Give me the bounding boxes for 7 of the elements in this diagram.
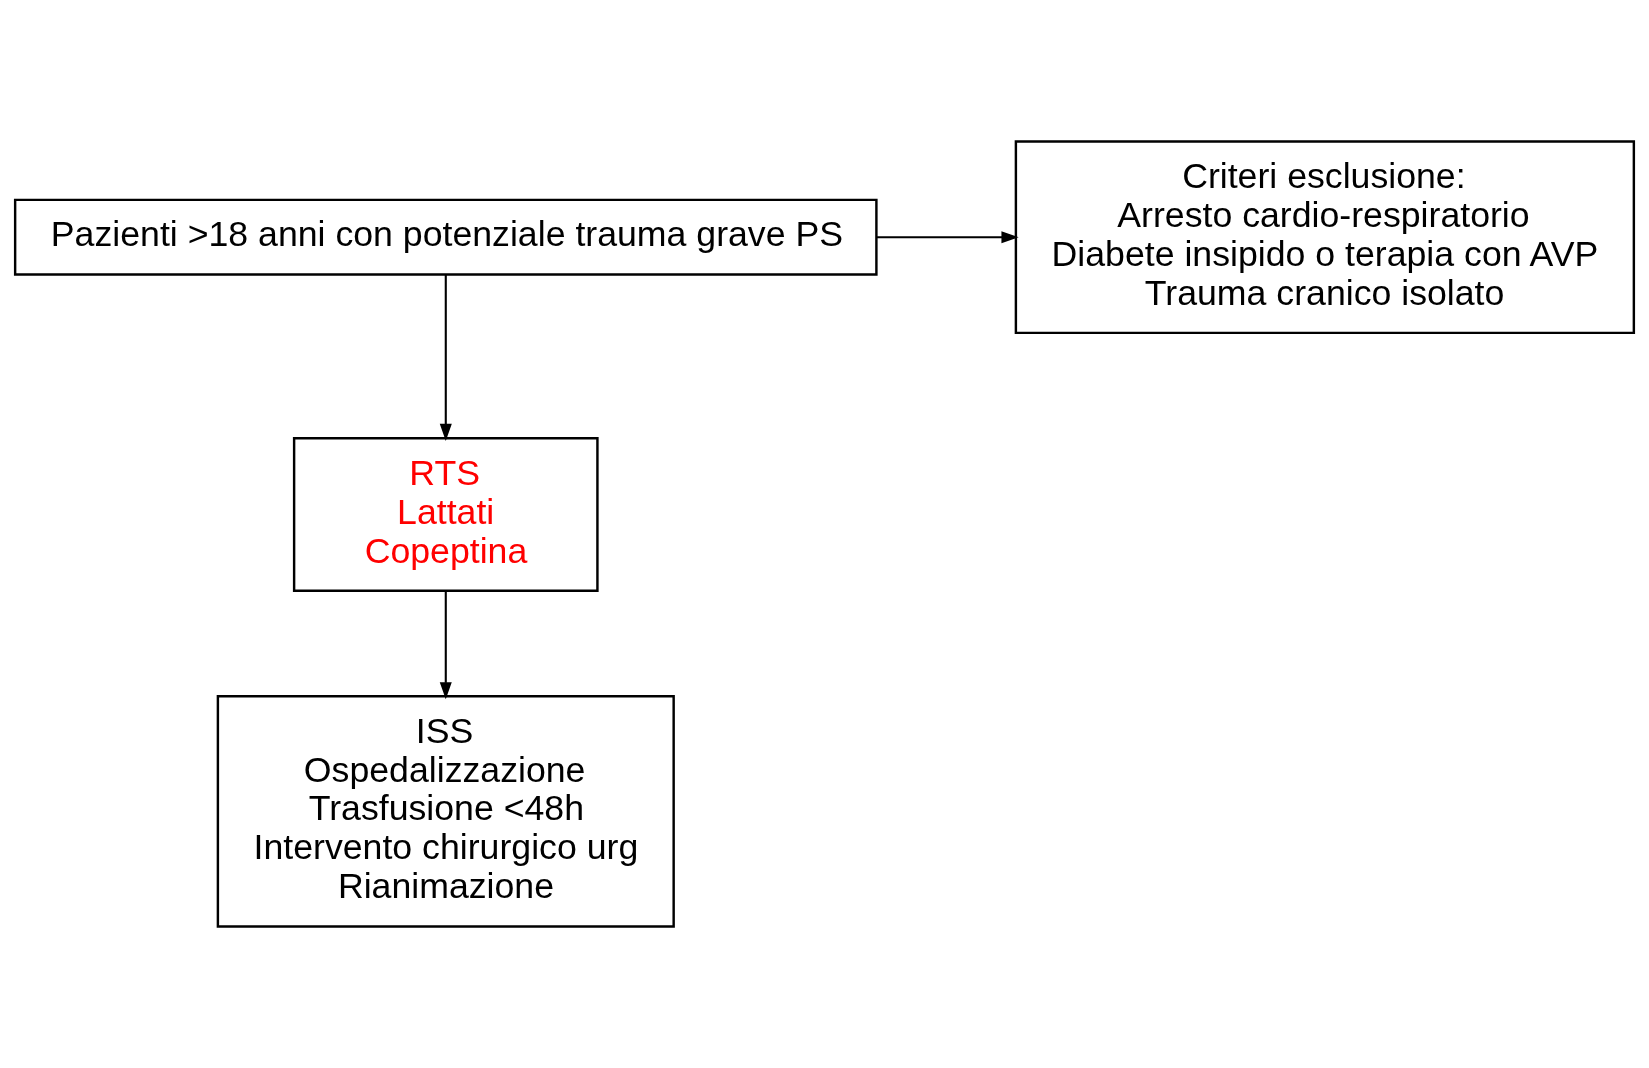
node-box: Pazienti >18 anni con potenziale trauma grave PS <box>13 198 878 276</box>
node-box: RTS Lattati Copeptina <box>292 437 599 592</box>
node-box: ISS Ospedalizzazione Trasfusione <48h Intervento chirurgico urg Rianimazione <box>216 695 675 928</box>
arrow <box>439 591 452 700</box>
arrow <box>876 231 1019 244</box>
node-box: Criteri esclusione: Arresto cardio-respiratorio Diabete insipido o terapia con AVP Trauma cranico isolato <box>1014 140 1636 335</box>
arrow <box>439 274 452 441</box>
